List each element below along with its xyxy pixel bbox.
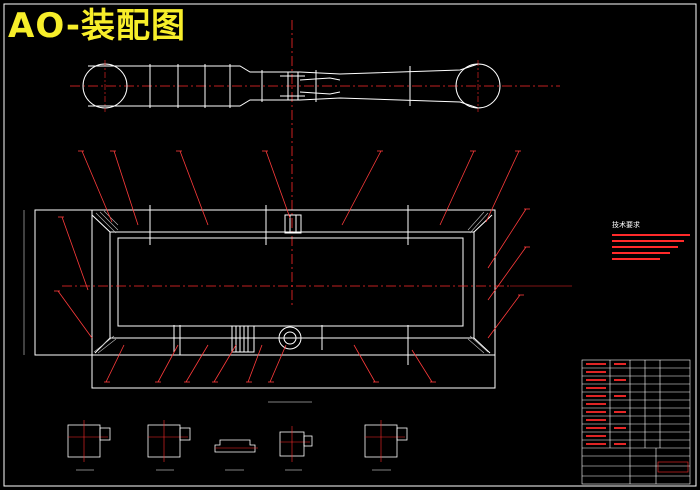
- parts-list-entries: [586, 363, 626, 445]
- drawing-title: AO-装配图: [8, 6, 186, 46]
- top-view: [70, 20, 560, 305]
- sheet-border: [3, 3, 697, 487]
- parts-list-table: [581, 359, 691, 485]
- front-view: [23, 205, 572, 403]
- section-views: [67, 420, 408, 471]
- part-balloon-leaders: [54, 150, 530, 383]
- technical-requirements-title: 技术要求: [612, 221, 640, 229]
- technical-requirements-notes: [612, 234, 690, 260]
